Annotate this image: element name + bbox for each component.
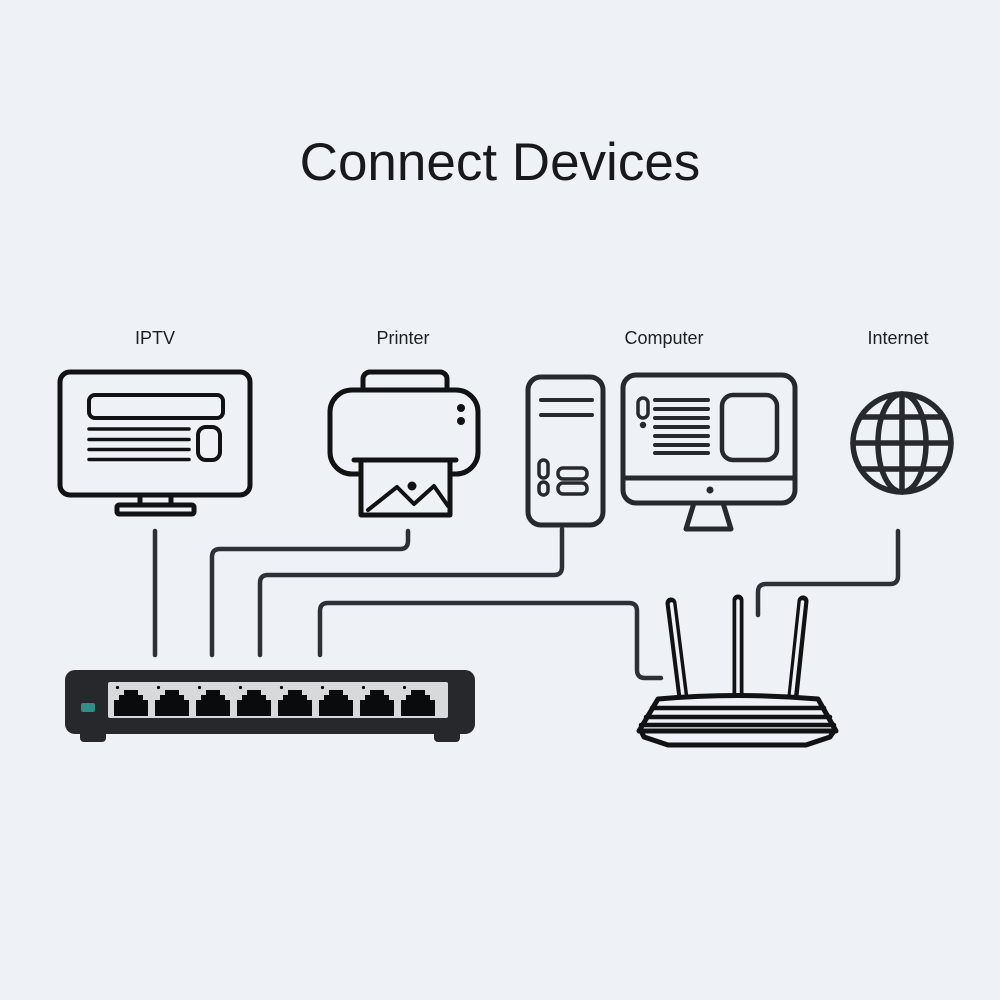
port-led-dot [402, 685, 407, 690]
rj45-port [278, 690, 312, 716]
router-antennas [665, 594, 809, 704]
monitor-stand [683, 500, 734, 532]
antenna-left-core [669, 602, 685, 698]
tv-side-panel [196, 425, 222, 462]
screen-exclamation-bar [636, 396, 650, 420]
router-body [636, 693, 839, 734]
tower-vents [539, 398, 594, 417]
printer-indicator-dot-2 [457, 417, 465, 425]
screen-panel [719, 392, 780, 463]
printer-icon [327, 369, 481, 518]
rj45-port [319, 690, 353, 716]
cable-computer-to-switch [257, 526, 565, 658]
label-internet: Internet [867, 328, 929, 348]
port-led-dot [115, 685, 120, 690]
iptv-icon [57, 369, 253, 517]
cable-switch-to-router [317, 600, 664, 681]
tower-button-1 [537, 458, 550, 480]
page-title: Connect Devices [299, 133, 701, 192]
rj45-port [114, 690, 148, 716]
photo-sun-dot [407, 481, 417, 491]
monitor-chin-dot [706, 486, 714, 494]
router-base-lip [638, 728, 837, 748]
cable-internet-to-router [755, 528, 901, 618]
tower-button-2 [537, 480, 550, 497]
photo-mountains [366, 484, 450, 512]
switch-ports [114, 685, 435, 716]
cable-printer-to-switch [209, 528, 411, 658]
printer-indicator-dot-1 [457, 404, 465, 412]
label-iptv: IPTV [134, 328, 176, 348]
port-led-dot [361, 685, 366, 690]
antenna-right-core [790, 600, 805, 696]
screen-text-lines [653, 398, 710, 455]
port-led-dot [197, 685, 202, 690]
label-computer: Computer [624, 328, 704, 348]
rj45-port [237, 690, 271, 716]
label-printer: Printer [376, 328, 430, 348]
port-led-dot [279, 685, 284, 690]
tower-drive-bay-2 [556, 481, 589, 496]
internet-icon [850, 391, 954, 495]
tv-stand-base [114, 502, 197, 517]
rj45-port [360, 690, 394, 716]
rj45-port [401, 690, 435, 716]
tower-drive-bay-1 [556, 466, 589, 481]
switch-power-led [81, 703, 95, 712]
tv-header-bar [87, 393, 225, 420]
rj45-port [155, 690, 189, 716]
computer-icon [525, 372, 798, 532]
port-led-dot [320, 685, 325, 690]
globe-meridians [875, 391, 929, 495]
router-icon [636, 594, 839, 748]
port-led-dot [156, 685, 161, 690]
rj45-port [196, 690, 230, 716]
screen-exclamation-dot [639, 421, 647, 429]
switch-icon [65, 670, 475, 742]
port-led-dot [238, 685, 243, 690]
tv-screen [57, 369, 253, 498]
cables [152, 526, 901, 681]
tv-text-lines [87, 427, 191, 462]
